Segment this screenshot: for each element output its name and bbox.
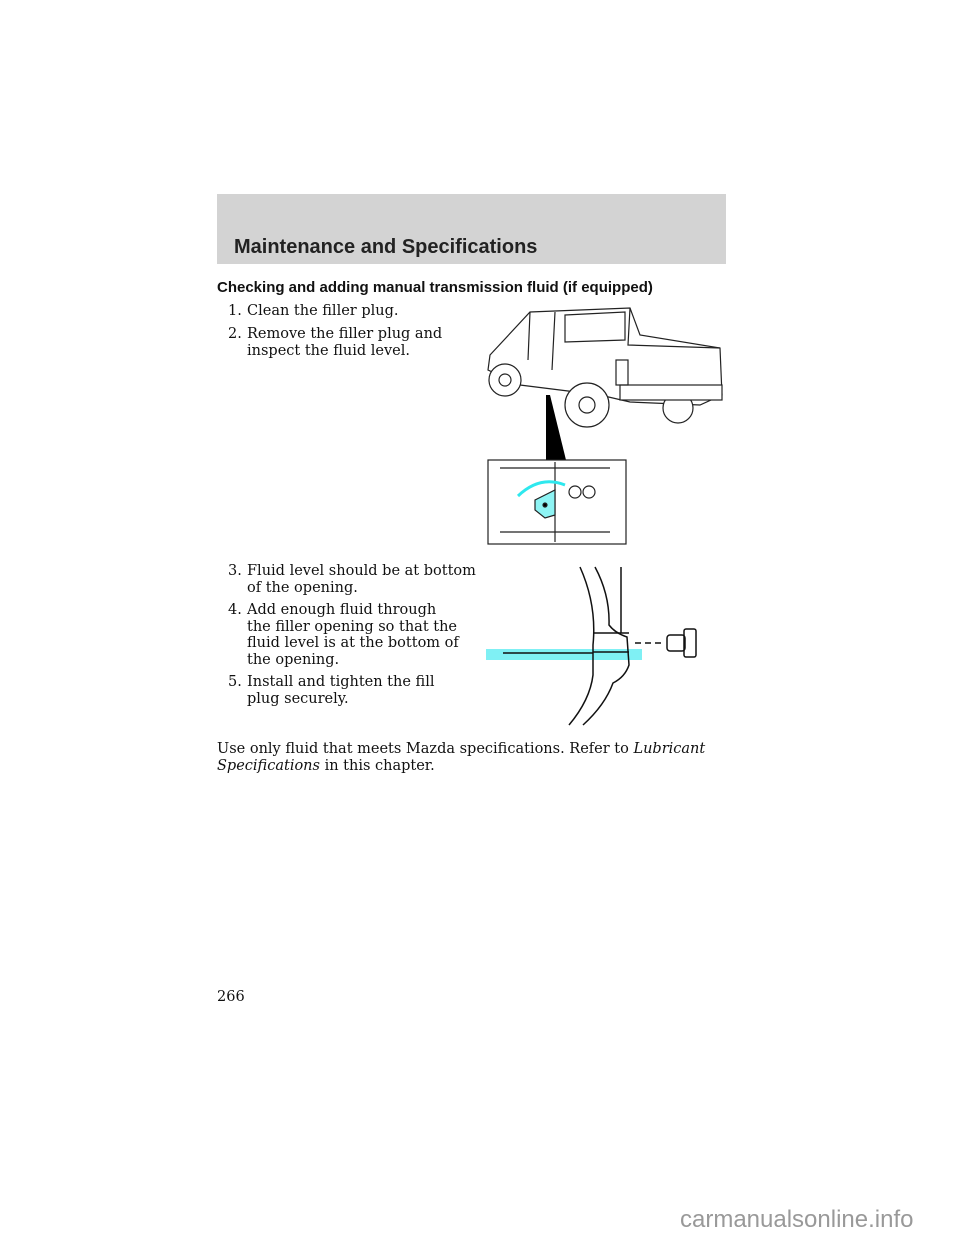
section-header: Maintenance and Specifications bbox=[217, 194, 726, 264]
fluid-level-diagram bbox=[486, 566, 697, 726]
truck-illustration bbox=[487, 307, 723, 545]
step-1: 1.Clean the filler plug. bbox=[228, 303, 399, 319]
step-3: 3.Fluid level should be at bottom of the… bbox=[228, 563, 476, 596]
page-number: 266 bbox=[217, 989, 245, 1005]
step-2: 2.Remove the filler plug and inspect the… bbox=[228, 326, 443, 359]
lubricant-specifications-reference: Lubricant Specifications bbox=[217, 741, 706, 774]
section-title: Maintenance and Specifications bbox=[234, 236, 538, 258]
watermark: carmanualsonline.info bbox=[680, 1206, 914, 1233]
note-paragraph: Use only fluid that meets Mazda specific… bbox=[217, 741, 706, 774]
subheading: Checking and adding manual transmission … bbox=[217, 279, 653, 296]
step-5: 5.Install and tighten the fill plug secu… bbox=[228, 674, 435, 707]
step-4: 4.Add enough fluid through the filler op… bbox=[228, 602, 459, 668]
